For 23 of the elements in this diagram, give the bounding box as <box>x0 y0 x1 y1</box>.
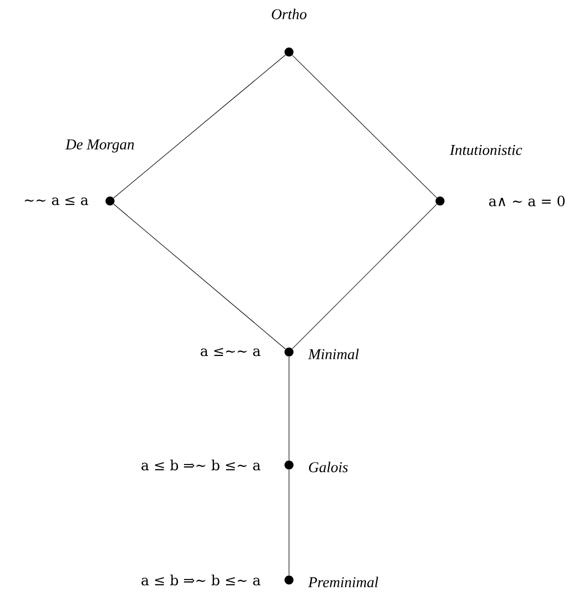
dot <box>284 348 294 356</box>
line <box>288 469 290 576</box>
formula-label: a∧ ∼ a = 0 <box>489 196 565 206</box>
line <box>113 204 286 350</box>
node-name: Minimal <box>308 348 359 360</box>
node-name: Intutionistic <box>450 144 522 156</box>
line <box>113 54 286 198</box>
node-name: Preminimal <box>308 576 378 588</box>
formula-label: ∼∼ a ≤ a <box>24 196 88 206</box>
formula-label: a ≤∼∼ a <box>200 348 260 356</box>
dot <box>106 196 114 206</box>
node-name: De Morgan <box>65 140 134 153</box>
line <box>292 55 437 198</box>
dot <box>284 460 294 470</box>
dot <box>284 48 294 56</box>
formula-label: a ≤ b ⇒∼ b ≤∼ a <box>142 460 260 470</box>
node-name: Galois <box>309 462 348 472</box>
line <box>292 204 437 349</box>
node-name: Ortho <box>272 8 306 20</box>
dot <box>284 576 294 584</box>
dot <box>436 196 444 206</box>
formula-label: a ≤ b ⇒∼ b ≤∼ a <box>142 574 260 586</box>
line <box>288 356 290 461</box>
